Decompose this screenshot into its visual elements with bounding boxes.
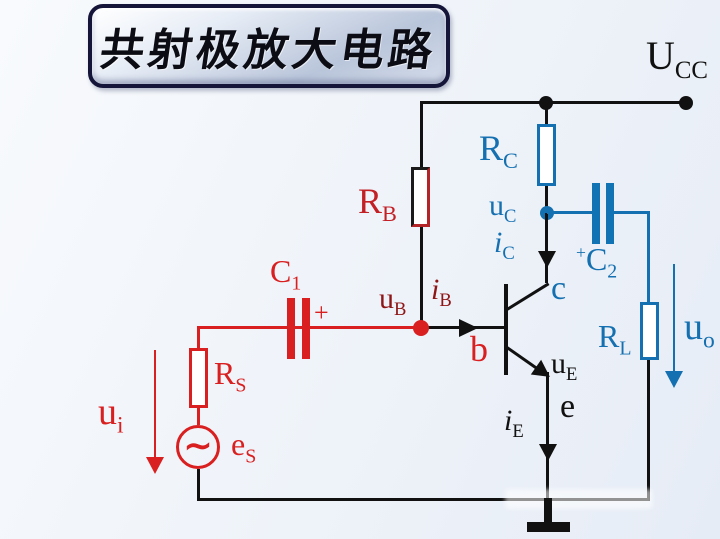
transistor-bar <box>504 284 508 375</box>
ib-label: iB <box>431 273 452 311</box>
ucc-label: UCC <box>646 33 708 84</box>
rc-label: RC <box>479 128 518 174</box>
terminal-dot-ucc <box>679 96 693 110</box>
ground-stem <box>544 498 552 524</box>
c2-plate-right <box>606 183 614 244</box>
rl-resistor <box>640 302 659 360</box>
rl-bottom-lead <box>647 360 650 500</box>
ub-label: uB <box>379 282 407 320</box>
uo-arrow-icon <box>665 371 683 388</box>
uo-label: uo <box>684 306 715 354</box>
rs-top-lead <box>197 328 200 348</box>
collector-lead <box>506 282 550 311</box>
rl-top-lead <box>647 211 650 302</box>
c1-plus-label: + <box>314 298 329 327</box>
watermark-smudge <box>505 489 653 509</box>
title-text: 共射极放大电路 <box>96 26 440 75</box>
ui-arrow-line <box>154 350 156 460</box>
rs-bottom-lead <box>197 407 200 425</box>
ic-label: iC <box>494 226 515 264</box>
ie-label: iE <box>504 404 524 442</box>
c2-right-wire <box>614 211 650 214</box>
rb-top-lead <box>420 101 423 167</box>
ib-arrow-icon <box>459 319 478 337</box>
c2-plate-left <box>592 183 600 244</box>
c1-label: C1 <box>270 253 302 295</box>
rc-resistor <box>537 124 556 186</box>
ui-label: ui <box>98 391 124 439</box>
es-label: eS <box>231 426 257 468</box>
ic-arrow-icon <box>538 251 556 268</box>
source-bottom-lead <box>197 469 200 500</box>
c2-left-wire <box>547 211 593 214</box>
rb-resistor <box>411 167 430 227</box>
base-label: b <box>470 329 488 369</box>
rb-bottom-lead <box>420 227 423 328</box>
uo-arrow-line <box>673 264 675 374</box>
ground-bar-icon <box>527 522 570 532</box>
ic-wire <box>545 213 548 283</box>
c1-plate-right <box>302 298 310 359</box>
emitter-wire <box>546 372 549 500</box>
uc-label: uC <box>489 189 517 227</box>
sine-symbol: ∼ <box>183 428 213 466</box>
rs-resistor <box>189 348 208 408</box>
ui-arrow-icon <box>146 457 164 474</box>
bottom-rail-wire <box>197 498 650 501</box>
rl-label: RL <box>598 318 632 360</box>
c1-plate-left <box>287 298 295 359</box>
rc-bottom-lead <box>545 186 548 213</box>
rb-label: RB <box>358 181 397 227</box>
ac-source: ∼ <box>176 425 220 469</box>
title-badge: 共射极放大电路 <box>88 4 450 88</box>
rc-top-lead <box>545 101 548 124</box>
emitter-lead <box>506 346 556 385</box>
ue-label: uE <box>551 347 578 385</box>
emitter-label: e <box>560 388 576 425</box>
collector-label: c <box>551 270 567 307</box>
top-rail-wire <box>420 101 688 104</box>
c2-label: +C2 <box>576 241 618 283</box>
rs-label: RS <box>214 355 247 397</box>
ie-arrow-icon <box>539 444 557 461</box>
